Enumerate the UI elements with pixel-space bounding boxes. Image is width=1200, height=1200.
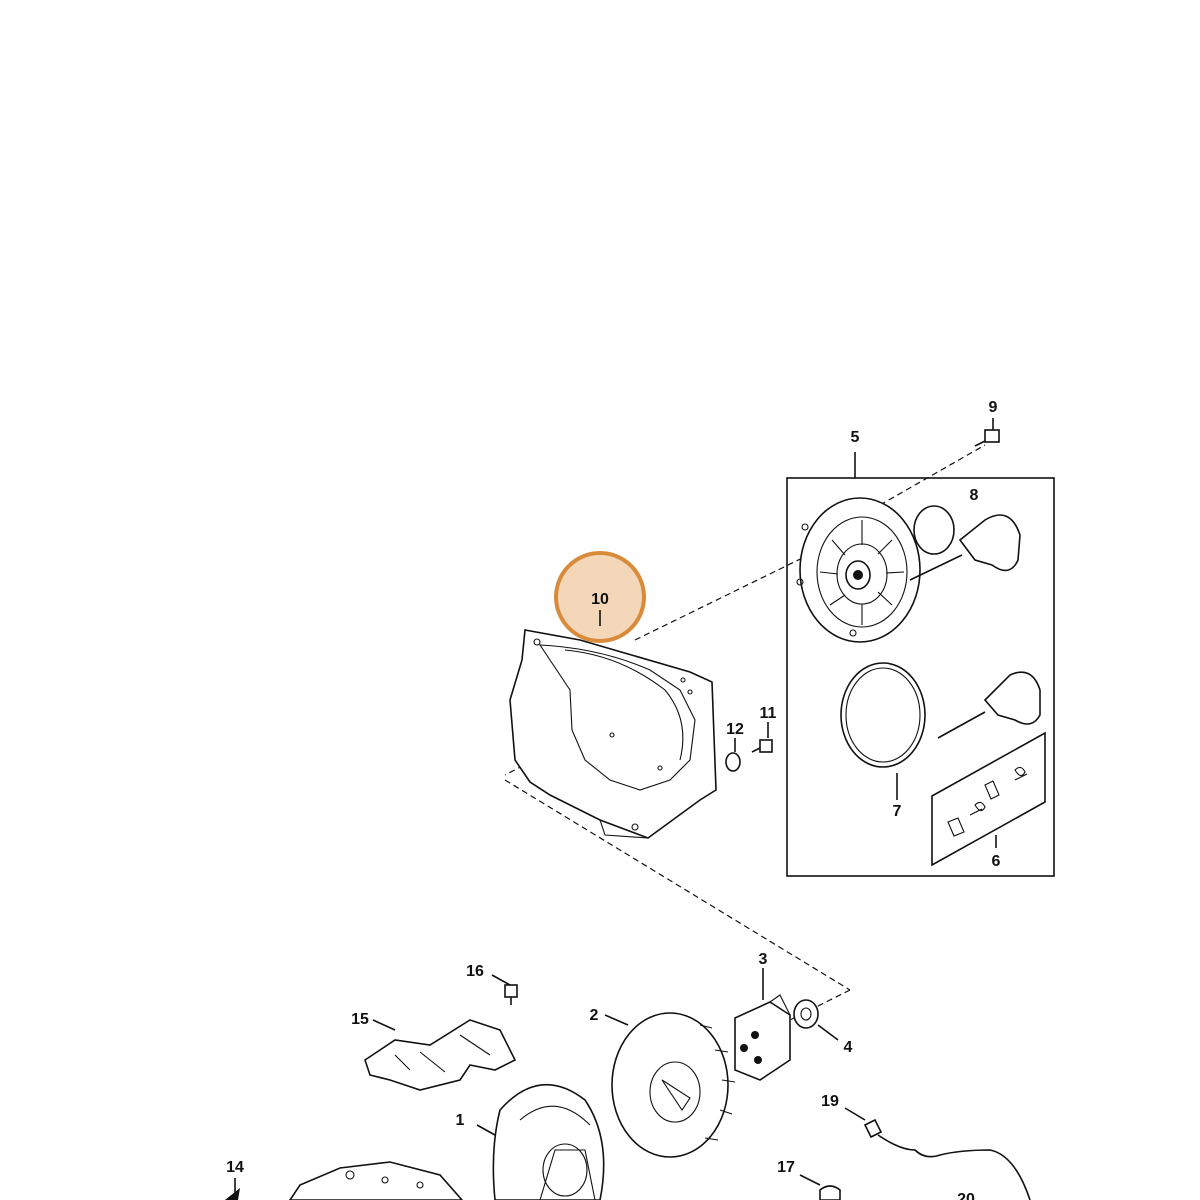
label-part-3: 3 <box>759 951 768 968</box>
label-part-9: 9 <box>989 399 998 416</box>
label-part-16: 16 <box>466 963 484 980</box>
flywheel-part-2 <box>604 1012 736 1158</box>
screw-part-11 <box>751 722 773 753</box>
rewind-spring-part-7 <box>840 662 1041 800</box>
wire-part-19-20 <box>844 1107 1031 1200</box>
label-part-5: 5 <box>851 429 860 446</box>
label-part-11: 11 <box>760 705 777 722</box>
part-17-clip <box>799 1174 841 1200</box>
starter-assembly-box <box>786 452 1055 877</box>
label-part-10: 10 <box>591 591 609 608</box>
highlight-circle[interactable] <box>554 551 646 643</box>
starter-pulley <box>796 497 921 643</box>
starter-handle-upper <box>909 514 1021 581</box>
nut-part-12 <box>725 738 741 772</box>
washer-part-8 <box>913 505 955 555</box>
label-part-1: 1 <box>456 1112 465 1129</box>
label-part-19: 19 <box>821 1093 839 1110</box>
label-part-17: 17 <box>777 1159 795 1176</box>
label-part-12: 12 <box>726 721 744 738</box>
label-part-20: 20 <box>957 1191 975 1200</box>
label-part-6: 6 <box>992 853 1001 870</box>
crankcase-part-14 <box>225 1161 464 1200</box>
screw-part-16 <box>491 974 518 1005</box>
part-labels: 1 2 3 4 5 6 7 8 9 10 11 12 14 15 16 17 1… <box>226 399 1000 1200</box>
fan-wheel-part-1 <box>476 1083 605 1200</box>
ignition-module-part-3 <box>734 968 791 1081</box>
label-part-4: 4 <box>844 1039 853 1056</box>
screw-part-9 <box>974 418 1000 447</box>
label-part-7: 7 <box>893 803 902 820</box>
bracket-part-15 <box>364 1019 517 1091</box>
fan-housing-part-10 <box>509 629 717 839</box>
label-part-8: 8 <box>970 487 979 504</box>
label-part-15: 15 <box>351 1011 369 1028</box>
nut-part-4 <box>793 999 839 1041</box>
spring-kit-box <box>931 731 1046 867</box>
label-part-2: 2 <box>590 1007 599 1024</box>
label-part-14: 14 <box>226 1159 244 1176</box>
